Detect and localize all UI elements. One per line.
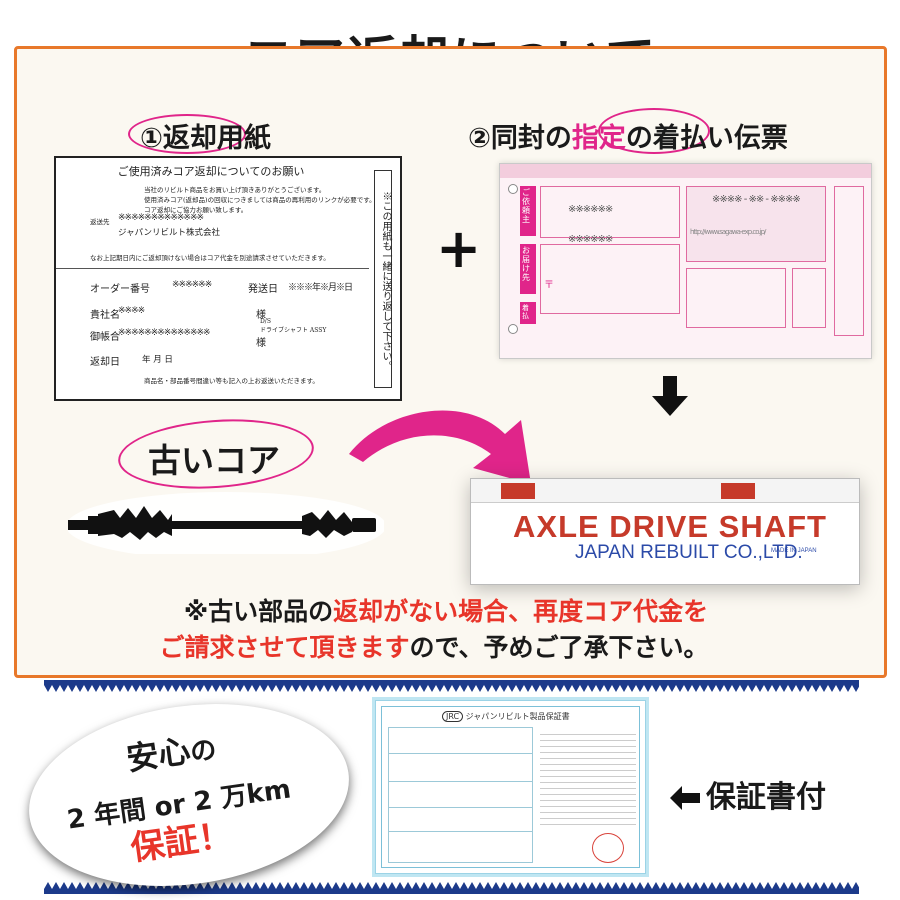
cert-rule-1 <box>388 753 533 754</box>
step2-label: ②同封の指定の着払い伝票 <box>468 123 788 154</box>
curved-arrow-icon <box>349 410 531 484</box>
box-made-text: MADE IN JAPAN <box>771 548 817 554</box>
slip-cod-tag <box>520 302 536 324</box>
form-model-label: 御帳合 <box>90 332 120 343</box>
warranty-certificate: JRC ジャパンリビルト製品保証書 <box>372 697 649 877</box>
cert-stamp <box>592 833 624 863</box>
form-company-value: ※※※※ <box>118 306 145 316</box>
form-model-value: ※※※※※※※※※※※※※※ <box>118 328 211 338</box>
form-product-code: D/S <box>260 318 271 325</box>
notice-line-1: ※古い部品の返却がない場合、再度コア代金を <box>183 597 709 626</box>
slip-tag-receiver: お届け先 <box>522 246 530 282</box>
slip-hole-bottom <box>508 324 518 334</box>
form-note: なお上記期日内にご返却頂けない場合はコア代金を別途請求させていただきます。 <box>90 254 330 262</box>
warranty-label: 保証書付 <box>706 780 826 815</box>
box-main-text: AXLE DRIVE SHAFT <box>513 509 827 544</box>
cert-rule-2 <box>388 781 533 782</box>
slip-tag-sender: ご依頼主 <box>522 188 530 224</box>
slip-hole-top <box>508 184 518 194</box>
form-product-name: ドライブシャフト ASSY <box>260 327 327 334</box>
slip-tag-cod: 着払 <box>522 304 529 320</box>
box-label-patch-2 <box>721 483 755 499</box>
notice-line-2: ご請求させて頂きますので、予めご了承下さい。 <box>159 633 709 662</box>
step1-label: ①返却用紙 <box>140 123 271 154</box>
form-order-value: ※※※※※※ <box>172 280 212 290</box>
form-model-suffix: 様 <box>256 338 266 349</box>
slip-mask-2: ※※※※※※ <box>568 234 613 245</box>
form-company-label: 貴社名 <box>90 310 120 321</box>
slip-mask-1: ※※※※※※ <box>568 204 613 215</box>
cert-rule-4 <box>388 831 533 832</box>
slip-header-band <box>500 164 871 178</box>
return-form: ご使用済みコア返却についてのお願い 当社のリビルト商品をお買い上げ頂きありがとう… <box>54 156 402 401</box>
form-intro-1: 当社のリビルト商品をお買い上げ頂きありがとうございます。 <box>144 186 326 194</box>
cert-terms-text <box>540 729 636 829</box>
divider-top <box>44 680 859 692</box>
box-label-patch <box>501 483 535 499</box>
slip-size-box <box>792 268 826 328</box>
slip-items-box <box>686 268 786 328</box>
divider-bottom <box>44 882 859 894</box>
box-company-text: JAPAN REBUILT CO.,LTD. <box>575 542 803 563</box>
product-box: AXLE DRIVE SHAFT JAPAN REBUILT CO.,LTD. … <box>470 478 860 585</box>
drive-shaft-icon <box>68 492 384 554</box>
slip-mask-3: ※※※※ - ※※ - ※※※※ <box>712 194 801 205</box>
form-divider <box>56 268 369 269</box>
slip-receiver-tag <box>520 244 536 294</box>
form-ship-value: ※※※年※月※日 <box>288 283 353 293</box>
old-core-label: 古いコア <box>148 441 280 480</box>
box-top <box>471 479 859 503</box>
form-intro-2: 使用済みコア(返却品)の回収につきましては商品の再利用のリンクが必要です。 <box>144 196 376 204</box>
arrow-left-icon <box>670 786 700 810</box>
cert-inner: JRC ジャパンリビルト製品保証書 <box>381 706 640 868</box>
slip-side-box <box>834 186 864 336</box>
form-vertical-note: ※この用紙も一緒に送り返して下さい。 <box>374 170 392 388</box>
form-return-value: 年 月 日 <box>142 355 173 365</box>
form-to-company: ジャパンリビルト株式会社 <box>118 228 221 238</box>
slip-sender-box <box>540 186 680 238</box>
form-title: ご使用済みコア返却についてのお願い <box>117 165 305 178</box>
slip-postal: 〒 <box>544 280 554 291</box>
form-order-label: オーダー番号 <box>90 284 150 295</box>
form-to-masked: ※※※※※※※※※※※※※ <box>118 213 204 223</box>
form-ship-label: 発送日 <box>248 284 278 295</box>
slip-receiver-box <box>540 244 680 314</box>
cert-title: JRC ジャパンリビルト製品保証書 <box>442 711 570 722</box>
slip-sender-tag <box>520 186 536 236</box>
cert-rule-3 <box>388 807 533 808</box>
shipping-slip: ※※※※※※ ※※※※※※ ※※※※ - ※※ - ※※※※ http://ww… <box>499 163 872 359</box>
plus-sign: + <box>436 217 482 280</box>
form-return-label: 返却日 <box>90 357 120 368</box>
slip-right-box <box>686 186 826 262</box>
cert-left-table <box>388 727 533 863</box>
form-to-label: 返送先 <box>90 218 110 226</box>
arrow-down-icon <box>652 376 688 416</box>
form-company-suffix: 様 <box>256 310 266 321</box>
form-intro-3: コア返却にご協力お願い致します。 <box>144 206 248 214</box>
step2-circle <box>598 108 710 154</box>
step1-circle <box>128 114 246 154</box>
form-footer: 商品名・部品番号間違い等も記入の上お返送いただきます。 <box>144 377 319 385</box>
slip-url: http://www.sagawa-exp.co.jp/ <box>690 228 766 236</box>
